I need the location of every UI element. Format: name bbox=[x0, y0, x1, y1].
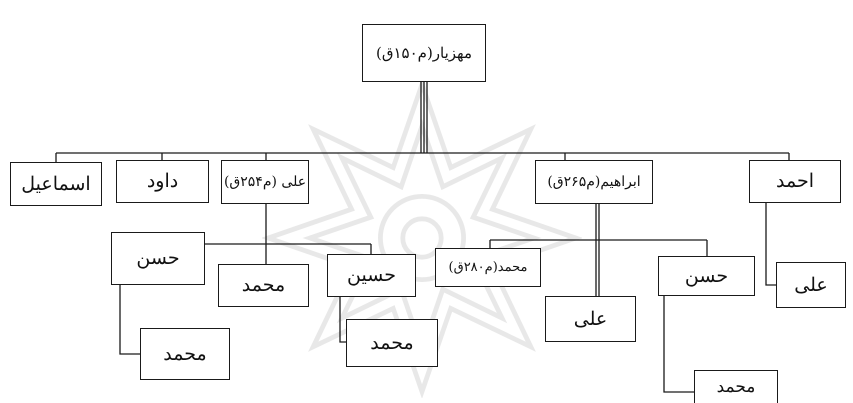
node-root-mahziyar: مهزیار(م۱۵۰ق) bbox=[362, 24, 486, 82]
node-mohammad-son-of-hosein: محمد bbox=[346, 319, 438, 367]
node-mohammad-son-of-hasan-b: محمد bbox=[694, 370, 778, 403]
node-davud: داود bbox=[116, 160, 209, 203]
node-hosein-son-of-ali: حسین bbox=[327, 254, 416, 297]
node-ibrahim-265: ابراهیم(م۲۶۵ق) bbox=[535, 160, 653, 204]
node-mohammad-son-of-ali: محمد bbox=[218, 264, 309, 307]
node-mohammad-280: محمد(م۲۸۰ق) bbox=[435, 248, 541, 287]
node-ismail: اسماعیل bbox=[10, 162, 102, 206]
node-mohammad-son-of-hasan: محمد bbox=[140, 328, 230, 380]
node-hasan-son-of-ibrahim: حسن bbox=[658, 256, 755, 296]
node-hasan-son-of-ali: حسن bbox=[111, 232, 205, 285]
node-ali-254: علی (م۲۵۴ق) bbox=[221, 160, 309, 204]
node-ali-son-of-ahmad: علی bbox=[776, 262, 846, 308]
node-ahmad: احمد bbox=[749, 160, 841, 203]
node-ali-son-of-ibrahim: علی bbox=[545, 296, 636, 342]
